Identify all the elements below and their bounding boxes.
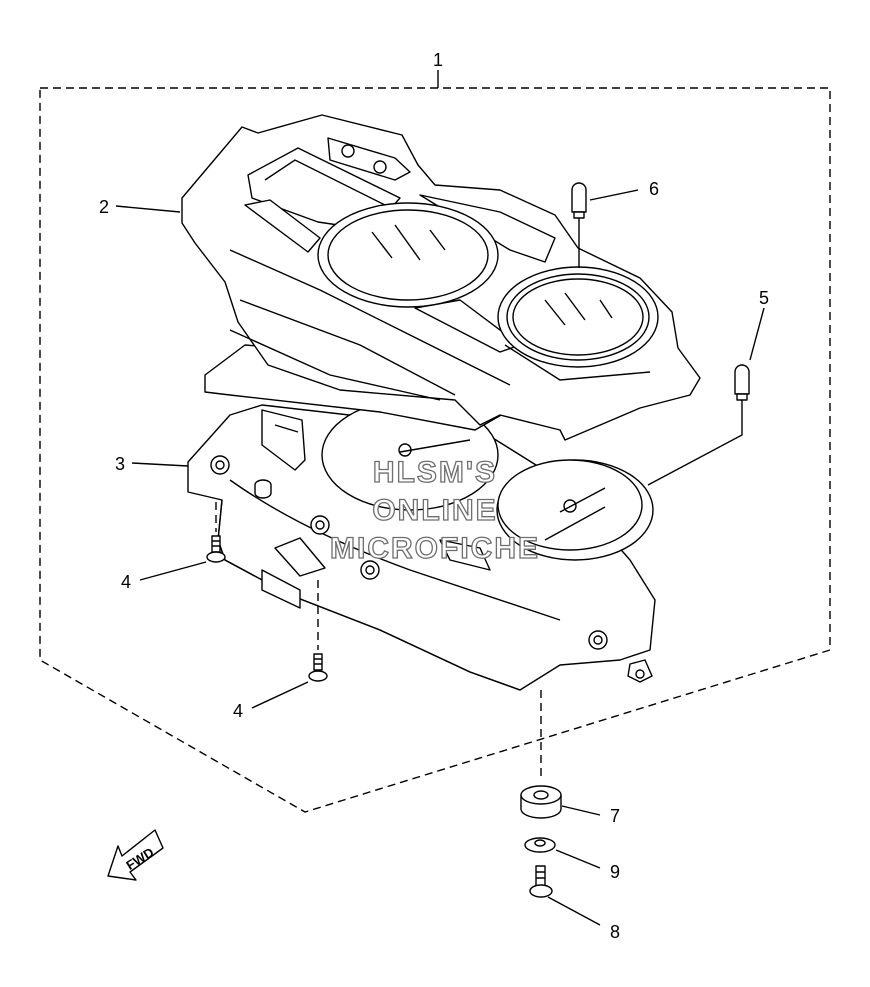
washer-part-9 (524, 837, 556, 853)
forward-arrow-icon: FWD (107, 829, 164, 881)
leader-2 (115, 205, 181, 213)
callout-9: 9 (610, 862, 620, 882)
damper-part-7 (520, 785, 562, 819)
leader-3 (131, 462, 189, 467)
meter-cover-part (181, 114, 701, 441)
callout-6: 6 (649, 179, 659, 199)
watermark-line-2: ONLINE (372, 494, 497, 527)
screw-part-4b (308, 580, 328, 682)
callout-4b: 4 (233, 701, 243, 721)
callout-4a: 4 (121, 572, 131, 592)
screw-part-8 (529, 865, 553, 898)
callout-8: 8 (610, 922, 620, 942)
leader-9 (555, 849, 601, 869)
callout-7: 7 (610, 806, 620, 826)
assembly-boundary (39, 87, 831, 813)
bulb-part-5 (544, 364, 750, 541)
leader-4b (251, 681, 309, 709)
callout-5: 5 (759, 288, 769, 308)
leader-6 (589, 189, 639, 201)
callout-2: 2 (99, 197, 109, 217)
callout-3: 3 (115, 454, 125, 474)
gauge-dial-plates (321, 399, 654, 571)
screw-part-4a (206, 502, 226, 563)
watermark-line-3: MICROFICHE (330, 532, 540, 565)
watermark-line-1: HLSM'S (373, 456, 497, 489)
leader-4a (139, 561, 207, 581)
leader-7 (561, 805, 601, 816)
bulb-part-6 (571, 182, 587, 268)
leader-5 (749, 307, 765, 361)
leader-8 (547, 896, 601, 926)
callout-1: 1 (433, 50, 443, 70)
